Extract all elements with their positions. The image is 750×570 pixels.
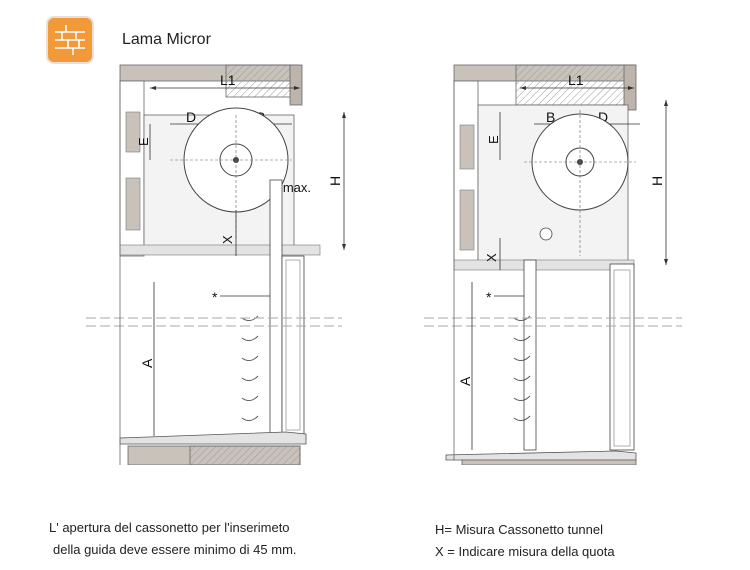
dim-label-d: D [598, 109, 608, 125]
brick-wall-icon [46, 16, 94, 64]
window-sill [119, 431, 307, 445]
shutter-slats [241, 315, 259, 421]
dim-label-h: H [327, 176, 343, 186]
guide-rail [269, 179, 283, 441]
dim-label-l1: L1 [568, 72, 584, 88]
dim-label-e: E [136, 137, 151, 146]
dim-label-h: H [649, 176, 665, 186]
dim-label-star: * [212, 289, 218, 305]
top-wall-dark [289, 64, 303, 106]
caption-right-line-2: X = Indicare misura della quota [435, 544, 615, 559]
dim-label-b: B [546, 109, 555, 125]
dim-label-x: X [220, 235, 235, 244]
caption-left-line-1: L' apertura del cassonetto per l'inserim… [49, 520, 290, 535]
window-sill [445, 450, 637, 461]
dim-label-a: A [457, 376, 473, 386]
product-title: Lama Micror [122, 31, 211, 48]
bottom-wall-block [461, 459, 637, 465]
caption-right: H= Misura Cassonetto tunnel X = Indicare… [435, 519, 615, 563]
top-wall-hatch [515, 64, 635, 106]
dim-label-l1: L1 [220, 72, 236, 88]
dim-label-star: * [486, 289, 492, 305]
top-wall-hatch [225, 64, 299, 98]
guide-rail [523, 259, 537, 451]
dim-label-x: X [484, 253, 499, 262]
caption-left: L' apertura del cassonetto per l'inserim… [49, 517, 297, 561]
diagram-right-tunnel-box: L1 B D E H X * A [424, 64, 682, 465]
diagram-left-external-box: L1 D B E H 5 max. X * A [86, 64, 346, 465]
caption-left-line-2: della guida deve essere minimo di 45 mm. [53, 542, 297, 557]
dim-label-d: D [186, 109, 196, 125]
shutter-slats [513, 315, 531, 421]
dim-label-e: E [486, 135, 501, 144]
dim-label-a: A [139, 358, 155, 368]
caption-right-line-1: H= Misura Cassonetto tunnel [435, 522, 604, 537]
